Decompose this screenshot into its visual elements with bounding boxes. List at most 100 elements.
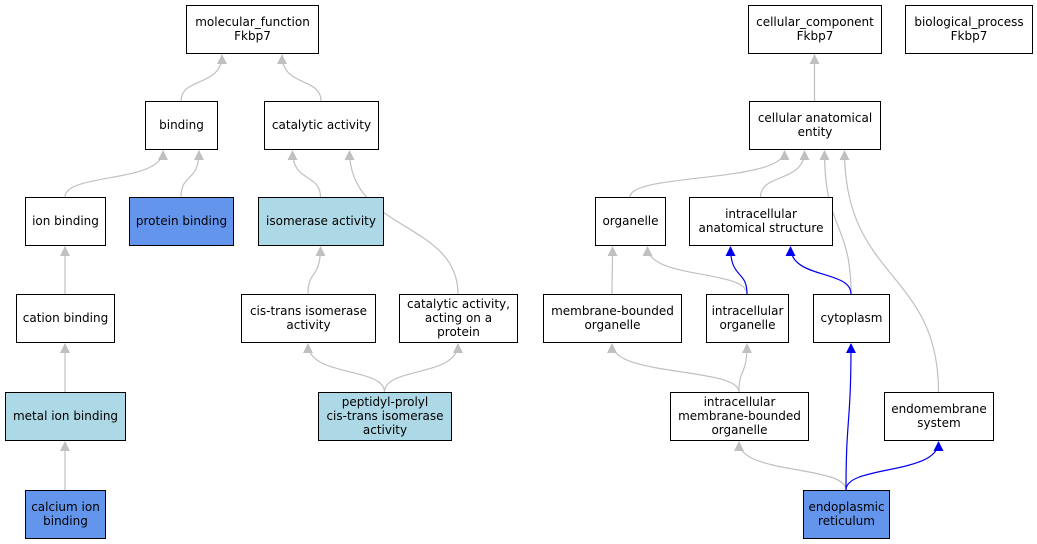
node-proteinbinding[interactable]: protein binding xyxy=(129,197,234,246)
node-label-metal-line-0: metal ion binding xyxy=(13,409,118,423)
node-label-er-line-1: reticulum xyxy=(818,514,875,528)
node-box-bp xyxy=(905,5,1033,54)
node-isomerase[interactable]: isomerase activity xyxy=(258,197,384,246)
node-box-er xyxy=(803,490,890,539)
node-box-cae xyxy=(749,101,881,150)
edge-cytoplasm-to-ias xyxy=(785,246,852,295)
node-box-cistrans xyxy=(241,294,376,343)
edge-imbo-to-mbo xyxy=(607,343,740,393)
node-box-ias xyxy=(689,197,833,246)
node-box-proteinbinding xyxy=(129,197,234,246)
node-box-isomerase xyxy=(258,197,384,246)
edge-catalytic-to-mf xyxy=(277,54,322,102)
node-organelle[interactable]: organelle xyxy=(595,197,666,246)
edge-organelle-to-cae xyxy=(629,150,790,198)
node-label-cytoplasm-line-0: cytoplasm xyxy=(821,311,883,325)
node-label-mbo-line-1: organelle xyxy=(584,318,640,332)
node-label-catprotein-line-2: protein xyxy=(437,325,480,339)
edges-layer xyxy=(60,54,944,491)
node-binding[interactable]: binding xyxy=(145,101,218,150)
node-label-catprotein-line-1: acting on a xyxy=(425,311,492,325)
node-box-cc xyxy=(748,5,882,54)
node-cation[interactable]: cation binding xyxy=(16,294,115,343)
node-box-cation xyxy=(16,294,115,343)
node-label-cistrans-line-1: activity xyxy=(286,318,330,332)
edge-cytoplasm-to-cae xyxy=(819,150,852,295)
node-label-io-line-1: organelle xyxy=(719,318,775,332)
node-box-imbo xyxy=(670,392,809,441)
node-box-peptidyl xyxy=(318,392,452,441)
edge-io-to-ias xyxy=(725,246,748,295)
edge-peptidyl-to-catprotein xyxy=(383,343,463,393)
node-box-io xyxy=(706,294,789,343)
node-label-cc-line-1: Fkbp7 xyxy=(797,29,834,43)
node-label-cae-line-1: entity xyxy=(798,125,833,139)
node-box-metal xyxy=(5,392,126,441)
edge-ionbinding-to-binding xyxy=(64,150,168,198)
edge-imbo-to-io xyxy=(738,343,752,393)
node-label-io-line-0: intracellular xyxy=(712,304,784,318)
node-box-cytoplasm xyxy=(813,294,890,343)
node-label-peptidyl-line-1: cis-trans isomerase xyxy=(326,409,443,423)
node-box-mf xyxy=(186,5,319,54)
node-label-peptidyl-line-2: activity xyxy=(363,423,407,437)
node-cytoplasm[interactable]: cytoplasm xyxy=(813,294,890,343)
node-label-cae-line-0: cellular anatomical xyxy=(758,111,872,125)
node-label-proteinbinding-line-0: protein binding xyxy=(136,214,227,228)
edge-er-to-cytoplasm xyxy=(845,343,856,491)
node-label-imbo-line-1: membrane-bounded xyxy=(678,409,801,423)
edge-proteinbinding-to-binding xyxy=(180,150,204,198)
node-label-cistrans-line-0: cis-trans isomerase xyxy=(250,304,367,318)
edge-isomerase-to-catalytic xyxy=(287,150,322,198)
edge-io-to-organelle xyxy=(642,246,748,295)
node-catalytic[interactable]: catalytic activity xyxy=(264,101,379,150)
edge-binding-to-mf xyxy=(180,54,227,102)
node-box-calcium xyxy=(25,490,106,539)
edge-er-to-imbo xyxy=(734,441,847,491)
node-label-ias-line-0: intracellular xyxy=(725,207,797,221)
node-label-mf-line-0: molecular_function xyxy=(195,15,310,29)
edge-peptidyl-to-cistrans xyxy=(303,343,386,393)
node-box-mbo xyxy=(543,294,682,343)
edge-ias-to-cae xyxy=(759,150,810,198)
node-ionbinding[interactable]: ion binding xyxy=(25,197,106,246)
node-label-ionbinding-line-0: ion binding xyxy=(32,214,99,228)
node-box-catprotein xyxy=(399,294,518,343)
node-label-calcium-line-0: calcium ion xyxy=(31,500,100,514)
node-label-organelle-line-0: organelle xyxy=(602,214,658,228)
node-metal[interactable]: metal ion binding xyxy=(5,392,126,441)
node-label-imbo-line-2: organelle xyxy=(711,423,767,437)
edge-mbo-to-organelle xyxy=(607,246,618,295)
node-label-bp-line-1: Fkbp7 xyxy=(951,29,988,43)
node-box-ionbinding xyxy=(25,197,106,246)
node-label-imbo-line-0: intracellular xyxy=(704,395,776,409)
node-label-mbo-line-0: membrane-bounded xyxy=(551,304,674,318)
node-label-er-line-0: endoplasmic xyxy=(808,500,884,514)
node-box-catalytic xyxy=(264,101,379,150)
node-label-bp-line-0: biological_process xyxy=(914,15,1023,29)
node-label-catalytic-line-0: catalytic activity xyxy=(272,118,371,132)
node-label-endomembrane-line-0: endomembrane xyxy=(891,402,987,416)
node-label-isomerase-line-0: isomerase activity xyxy=(266,214,376,228)
node-box-binding xyxy=(145,101,218,150)
node-label-peptidyl-line-0: peptidyl-prolyl xyxy=(342,395,428,409)
edge-catprotein-to-catalytic xyxy=(344,150,459,295)
node-label-binding-line-0: binding xyxy=(159,118,204,132)
edge-er-to-endomembrane xyxy=(845,441,944,491)
